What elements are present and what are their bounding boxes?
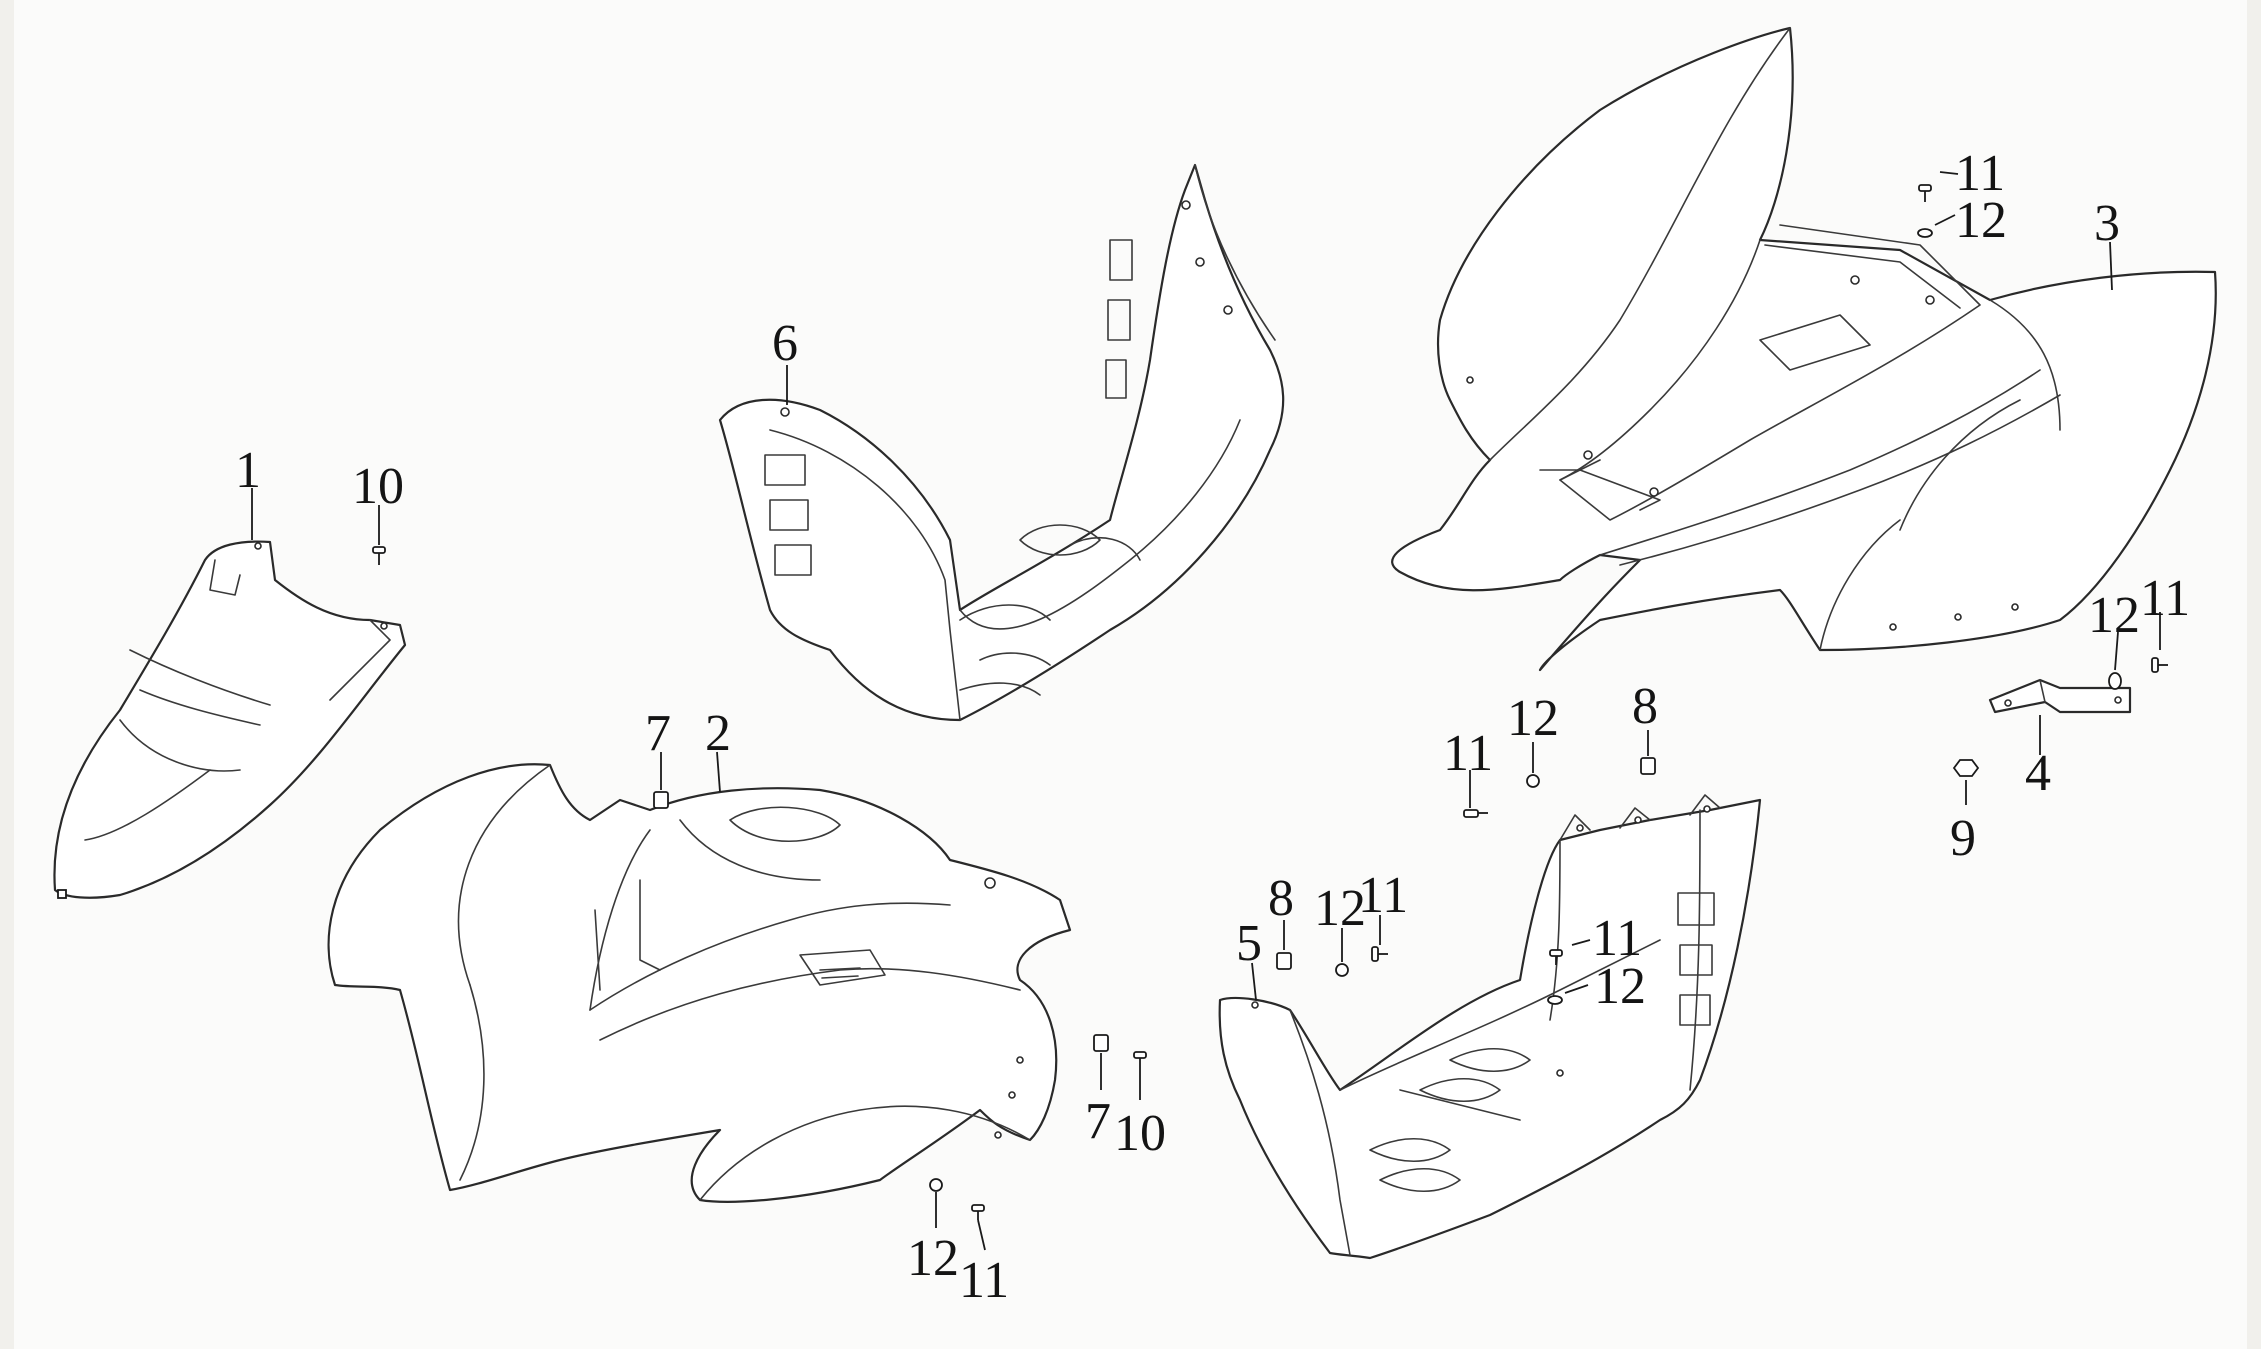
- callout-3: 3: [2094, 195, 2120, 252]
- callout-12-d: 12: [1314, 880, 1366, 937]
- callout-11-f: 11: [959, 1252, 1009, 1309]
- nut-9: [1952, 759, 1980, 777]
- callout-12-a: 12: [1955, 192, 2007, 249]
- clip-7-b: [1093, 1034, 1109, 1052]
- hardware: [372, 184, 2168, 1220]
- washer-12-b: [2108, 672, 2122, 690]
- part-5-rear-footwell: [1218, 794, 1762, 1260]
- callout-10-b: 10: [1114, 1105, 1166, 1162]
- clip-8-b: [1276, 952, 1292, 970]
- callout-12-c: 12: [1507, 690, 1559, 747]
- bolt-11-d: [1371, 946, 1388, 962]
- callout-2: 2: [705, 705, 731, 762]
- callout-11-a: 11: [1955, 145, 2005, 202]
- clip-8-a: [1640, 757, 1656, 775]
- callout-12-f: 12: [907, 1230, 959, 1287]
- washer-12-d: [1335, 963, 1349, 977]
- callout-11-d: 11: [1358, 867, 1408, 924]
- callout-11-e: 11: [1592, 910, 1642, 967]
- right-edge-shade: [2247, 0, 2261, 1349]
- callout-8-b: 8: [1268, 870, 1294, 927]
- callout-7-b: 7: [1085, 1093, 1111, 1150]
- washer-12-c: [1526, 774, 1540, 788]
- part-1-front-nose-cover: [53, 540, 407, 899]
- part-6-front-footwell: [718, 163, 1285, 722]
- callout-12-e: 12: [1594, 958, 1646, 1015]
- callout-11-b: 11: [2140, 570, 2190, 627]
- bolt-11-b: [2151, 657, 2168, 673]
- leader-lines: [251, 171, 2161, 1251]
- callout-12-b: 12: [2088, 587, 2140, 644]
- callout-1: 1: [235, 442, 261, 499]
- washer-12-f: [929, 1178, 943, 1192]
- callout-8-a: 8: [1632, 678, 1658, 735]
- callout-10-a: 10: [352, 458, 404, 515]
- callout-5: 5: [1236, 915, 1262, 972]
- callout-labels: 1 10 6 7 2 11 12 3 12 11 4 9 8 12 11 8 5…: [235, 145, 2190, 1309]
- washer-12-e: [1547, 995, 1563, 1005]
- callout-11-c: 11: [1443, 725, 1493, 782]
- callout-9: 9: [1950, 810, 1976, 867]
- callout-6: 6: [772, 315, 798, 372]
- washer-12-a: [1917, 228, 1933, 238]
- bolt-11-a: [1918, 184, 1932, 202]
- bolt-11-f: [971, 1204, 985, 1220]
- callout-4: 4: [2025, 745, 2051, 802]
- bolt-10-a: [372, 546, 386, 565]
- left-edge-shade: [0, 0, 14, 1349]
- bolt-11-c: [1463, 809, 1488, 818]
- callout-7-a: 7: [645, 705, 671, 762]
- part-3-rear-fender: [1391, 26, 2217, 672]
- clip-7-a: [653, 791, 669, 809]
- part-4-bracket: [1988, 678, 2132, 714]
- part-2-front-fender: [327, 763, 1072, 1203]
- bolt-10-b: [1133, 1051, 1147, 1068]
- bolt-11-e: [1549, 949, 1563, 965]
